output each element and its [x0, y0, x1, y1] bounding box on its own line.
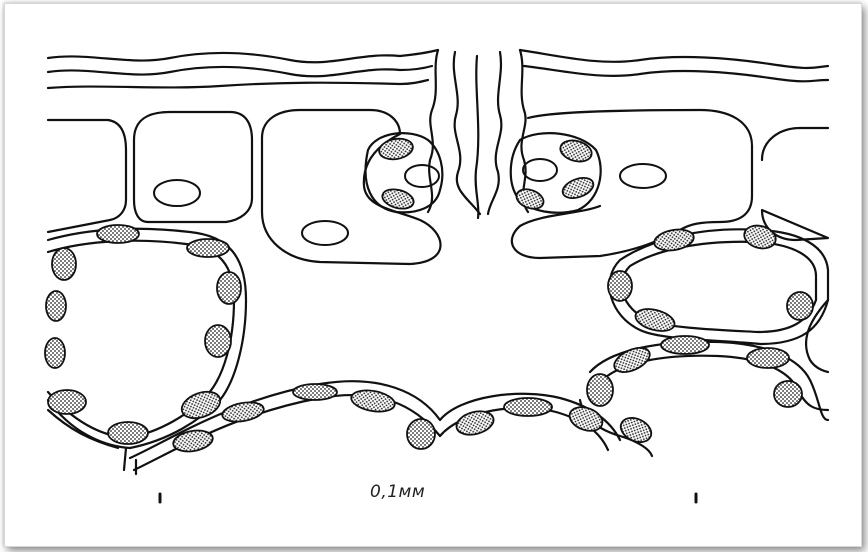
pore-wall-right-inner: [488, 52, 501, 214]
pore-wall-left-outer: [428, 50, 438, 212]
chloroplast: [747, 348, 789, 368]
chloroplast: [742, 222, 779, 252]
chloroplast: [661, 336, 709, 354]
chloroplast: [787, 292, 813, 320]
chloroplast: [560, 174, 596, 202]
chloroplast: [187, 239, 229, 257]
cuticle-inner-right: [524, 66, 828, 81]
chloroplast: [48, 390, 86, 414]
chloroplast: [52, 248, 76, 280]
chloroplast: [611, 343, 654, 377]
cuticle-inner-left: [48, 66, 432, 76]
nucleus: [405, 165, 439, 187]
chloroplast: [587, 374, 613, 406]
chloroplast: [608, 271, 632, 301]
scale-bar-label: 0,1мм: [370, 482, 425, 502]
cuticle-outer-left: [48, 50, 438, 62]
chloroplast: [350, 387, 397, 414]
chloroplast: [221, 399, 265, 424]
chloroplast: [617, 413, 655, 446]
nucleus: [302, 221, 348, 245]
nucleus: [620, 164, 666, 188]
chloroplast: [205, 325, 231, 357]
cell-wall-bottom-left: [48, 410, 118, 448]
chloroplast: [178, 387, 224, 423]
chloroplast: [514, 186, 546, 212]
cuticle-outer-right: [520, 50, 828, 68]
chloroplast: [566, 403, 605, 435]
pore-wall-right-outer: [520, 50, 528, 212]
chloroplast: [45, 338, 65, 368]
chloroplast: [774, 381, 802, 407]
nucleus: [154, 180, 200, 206]
chloroplast: [504, 398, 552, 416]
chloroplast: [558, 137, 594, 165]
chloroplast: [108, 422, 148, 444]
chloroplast: [293, 384, 337, 400]
chloroplast: [653, 227, 696, 254]
pore-wall-center: [476, 56, 479, 218]
cuticle-line-left: [48, 80, 428, 88]
epidermal-cell-5: [762, 128, 828, 240]
chloroplast: [97, 225, 139, 243]
chloroplast: [46, 291, 66, 321]
epidermal-cell-2: [134, 112, 252, 222]
chloroplast: [407, 419, 435, 449]
nucleus: [523, 159, 557, 181]
chloroplast: [378, 136, 415, 162]
epidermal-cell-1: [48, 120, 126, 232]
chloroplast: [217, 272, 241, 304]
